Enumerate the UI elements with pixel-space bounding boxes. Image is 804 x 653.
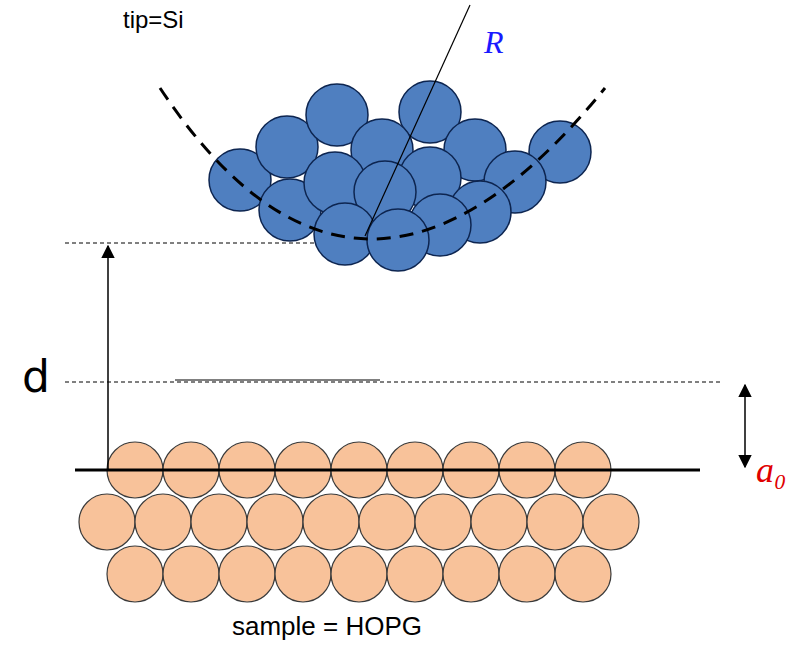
hopg-atom <box>555 546 611 602</box>
hopg-atom <box>527 494 583 550</box>
a0-arrow <box>744 385 746 467</box>
radius-line <box>365 5 470 236</box>
hopg-atom <box>247 494 303 550</box>
hopg-atom <box>387 546 443 602</box>
hopg-atom <box>331 546 387 602</box>
hopg-atom <box>443 546 499 602</box>
hopg-atom <box>275 546 331 602</box>
radius-symbol: R <box>484 26 504 58</box>
hopg-atom <box>107 546 163 602</box>
short-line <box>175 380 380 381</box>
hopg-atom <box>219 546 275 602</box>
hopg-atom <box>583 494 639 550</box>
hopg-atom <box>471 494 527 550</box>
d-arrow <box>107 246 109 469</box>
si-tip-atoms <box>209 81 591 271</box>
hopg-atom <box>163 546 219 602</box>
a0-level-line <box>65 382 720 383</box>
hopg-atom <box>359 494 415 550</box>
hopg-atom <box>303 494 359 550</box>
hopg-atom <box>135 494 191 550</box>
hopg-atom <box>79 494 135 550</box>
offset-symbol: a₀ <box>756 452 787 488</box>
hopg-atom <box>499 546 555 602</box>
si-atom <box>314 203 376 265</box>
tip-curvature <box>160 88 605 239</box>
surface-line <box>75 469 700 472</box>
distance-symbol: d <box>22 355 50 399</box>
hopg-atoms <box>79 442 639 602</box>
hopg-atom <box>191 494 247 550</box>
tip-label: tip=Si <box>123 8 184 32</box>
si-atom <box>367 209 429 271</box>
sample-label: sample = HOPG <box>232 613 422 639</box>
hopg-atom <box>415 494 471 550</box>
